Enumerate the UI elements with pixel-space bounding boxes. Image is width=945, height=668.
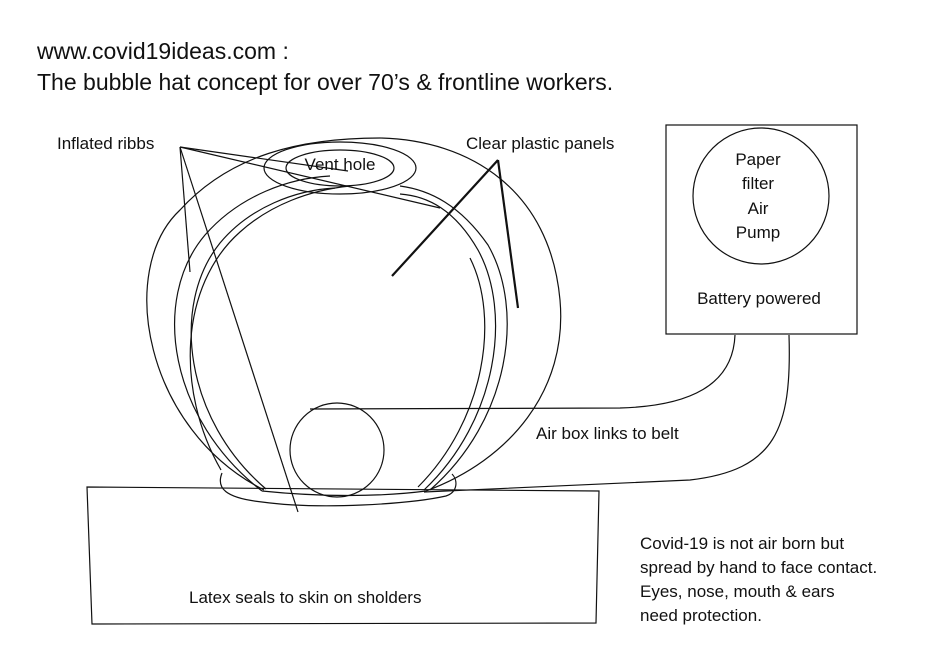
leader-ribbs-3 bbox=[179, 146, 441, 209]
rib-front-left-a bbox=[189, 185, 351, 471]
leader-ribbs-1 bbox=[179, 146, 191, 273]
rib-right-inner bbox=[399, 193, 497, 491]
air-hose-upper bbox=[309, 334, 736, 410]
leader-ribbs-4 bbox=[179, 146, 349, 172]
label-clear-plastic-panels: Clear plastic panels bbox=[466, 134, 614, 153]
note-line3: Eyes, nose, mouth & ears bbox=[640, 582, 835, 601]
pump-filter-circle bbox=[692, 127, 830, 265]
air-hose-lower bbox=[423, 334, 790, 493]
rib-right-outer bbox=[399, 185, 508, 491]
label-inflated-ribbs: Inflated ribbs bbox=[57, 134, 154, 153]
label-battery-powered: Battery powered bbox=[697, 289, 821, 308]
label-vent-hole: Vent hole bbox=[305, 155, 376, 174]
leader-ribbs-2 bbox=[179, 146, 299, 513]
neck-seal-top bbox=[261, 490, 427, 497]
rib-right-front bbox=[417, 257, 486, 488]
leader-panels-2 bbox=[496, 159, 520, 309]
air-box-circle bbox=[289, 402, 385, 498]
pump-box bbox=[665, 124, 858, 335]
note-line2: spread by hand to face contact. bbox=[640, 558, 877, 577]
page-title-concept: The bubble hat concept for over 70’s & f… bbox=[37, 69, 614, 95]
label-pump-line2: filter bbox=[742, 174, 774, 193]
label-pump-line3: Air bbox=[748, 199, 769, 218]
page-title-url: www.covid19ideas.com : bbox=[37, 38, 289, 64]
neck-seal-ring bbox=[219, 472, 457, 507]
label-pump-line1: Paper bbox=[735, 150, 781, 169]
label-air-box-links: Air box links to belt bbox=[536, 424, 679, 443]
rib-left-inner bbox=[190, 187, 336, 490]
note-line1: Covid-19 is not air born but bbox=[640, 534, 844, 553]
note-line4: need protection. bbox=[640, 606, 762, 625]
vent-hole-outer bbox=[263, 141, 417, 195]
vent-hole-inner bbox=[285, 149, 395, 187]
leader-panels-1 bbox=[391, 159, 499, 277]
outer-bubble-outline bbox=[146, 137, 562, 492]
label-latex-seals: Latex seals to skin on sholders bbox=[189, 588, 421, 607]
label-pump-line4: Pump bbox=[736, 223, 780, 242]
rib-left-outer bbox=[174, 175, 331, 492]
